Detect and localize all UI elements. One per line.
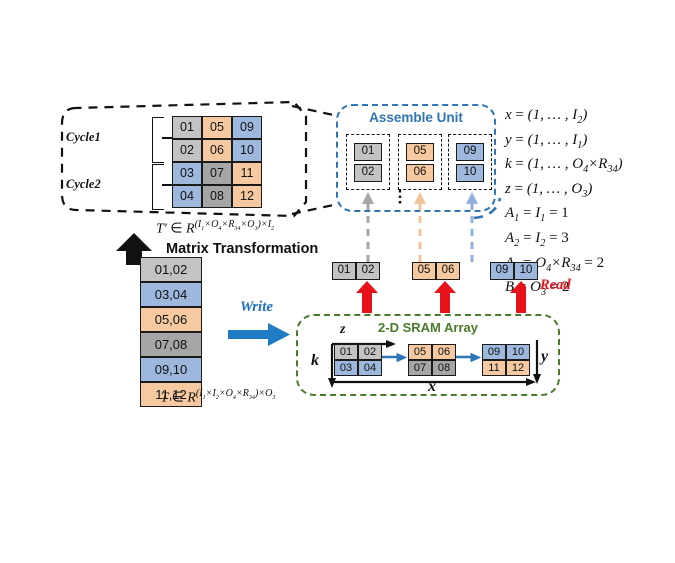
buffer-cell: 10 [514, 262, 538, 280]
transformed-matrix-caption: T′ ∈ R(I1×O4×R34×O3)×I2 [155, 219, 275, 237]
buffer-to-assemble-arrows [362, 190, 478, 262]
sram-cell: 05 [408, 344, 432, 360]
matrix-cell: 03 [172, 162, 202, 185]
matrix-row: 02 06 10 [172, 139, 262, 162]
axis-label-x: x [428, 378, 436, 395]
tensor-cell: 03,04 [140, 282, 202, 307]
region-connector [291, 104, 339, 216]
equation-row: x = (1, … , I2) [505, 107, 588, 126]
sram-cell: 11 [482, 360, 506, 376]
sram-block-arrows [382, 352, 482, 363]
assemble-group: 01 02 [346, 134, 390, 190]
r-symbol: R [187, 390, 196, 406]
assemble-cell: 01 [354, 142, 382, 161]
matrix-cell: 04 [172, 185, 202, 208]
tprime-symbol: T [155, 221, 164, 237]
assemble-unit-title: Assemble Unit [369, 110, 463, 125]
tensor-caption: T ∈ R(I1×I2×O4×R34)×O3 [160, 388, 276, 406]
in-symbol: ∈ [171, 390, 184, 406]
matrix-cell: 02 [172, 139, 202, 162]
sram-cell: 03 [334, 360, 358, 376]
sram-block: 05 06 07 08 [408, 344, 456, 376]
assemble-cell: 05 [406, 142, 434, 161]
write-arrow [228, 323, 290, 346]
tensor-cell: 09,10 [140, 357, 202, 382]
equation-row: A1 = I1 = 1 [505, 205, 569, 225]
assemble-cell: 10 [456, 163, 484, 182]
matrix-cell: 08 [202, 185, 232, 208]
assemble-unit-box [336, 104, 496, 212]
buffer-cell: 01 [332, 262, 356, 280]
write-label: Write [240, 299, 274, 315]
equation-row: y = (1, … , I1) [505, 131, 588, 151]
cycle1-bracket [152, 117, 164, 163]
buffer-cell: 09 [490, 262, 514, 280]
matrix-row: 04 08 12 [172, 185, 262, 208]
buffer-cell: 05 [412, 262, 436, 280]
sram-array-box [296, 314, 560, 396]
matrix-cell: 06 [202, 139, 232, 162]
read-buffer: 01 02 [332, 262, 380, 280]
assemble-group: 09 10 [448, 134, 492, 190]
matrix-transformation-arrow [116, 233, 152, 265]
r-symbol: R [186, 221, 195, 237]
cycle2-bracket [152, 164, 164, 210]
matrix-row: 01 05 09 [172, 116, 262, 139]
sram-cell: 12 [506, 360, 530, 376]
transformed-matrix-grid: 01 05 09 02 06 10 03 07 11 04 08 12 [172, 116, 262, 208]
matrix-cell: 07 [202, 162, 232, 185]
assemble-tail-connector [473, 197, 502, 220]
tensor-cell: 11,12 [140, 382, 202, 407]
matrix-cell: 09 [232, 116, 262, 139]
sram-array-title: 2-D SRAM Array [378, 320, 478, 335]
tensor-cell: 05,06 [140, 307, 202, 332]
read-buffer: 05 06 [412, 262, 460, 280]
axis-label-z: z [340, 322, 346, 337]
assemble-cell: 02 [354, 163, 382, 182]
sram-cell: 08 [432, 360, 456, 376]
sram-cell: 10 [506, 344, 530, 360]
cycle2-label: Cycle2 [66, 177, 101, 191]
matrix-cell: 11 [232, 162, 262, 185]
sram-y-axis [533, 340, 541, 384]
read-label: Read [540, 277, 571, 293]
sram-cell: 06 [432, 344, 456, 360]
axis-label-y: y [541, 348, 549, 365]
sram-x-axis [332, 378, 536, 386]
matrix-row: 03 07 11 [172, 162, 262, 185]
matrix-cell: 12 [232, 185, 262, 208]
matrix-cell: 01 [172, 116, 202, 139]
cycle1-bracket-stem [162, 137, 172, 139]
equation-row: k = (1, … , O4×R34) [505, 156, 623, 176]
sram-cell: 01 [334, 344, 358, 360]
matrix-transformation-label: Matrix Transformation [166, 241, 319, 257]
sram-cell: 02 [358, 344, 382, 360]
equation-row: z = (1, … , O3) [505, 180, 593, 200]
t-symbol: T [160, 390, 169, 406]
sram-block: 09 10 11 12 [482, 344, 530, 376]
matrix-cell: 05 [202, 116, 232, 139]
read-arrows [356, 281, 526, 313]
equation-row: A2 = I2 = 3 [505, 230, 569, 250]
buffer-cell: 02 [356, 262, 380, 280]
read-buffer: 09 10 [490, 262, 538, 280]
sram-cell: 09 [482, 344, 506, 360]
tensor-cell: 07,08 [140, 332, 202, 357]
assemble-group: 05 06 [398, 134, 442, 190]
assemble-cell: 06 [406, 163, 434, 182]
in-symbol: ∈ [170, 221, 183, 237]
axis-label-k: k [311, 352, 319, 369]
tprime-prime: ′ [163, 221, 167, 237]
tensor-column: 01,02 03,04 05,06 07,08 09,10 11,12 [140, 257, 202, 407]
cycle2-bracket-stem [162, 184, 172, 186]
sram-block: 01 02 03 04 [334, 344, 382, 376]
cycle-region-outline [58, 98, 310, 220]
tensor-cell: 01,02 [140, 257, 202, 282]
cycle1-label: Cycle1 [66, 130, 101, 144]
sram-cell: 04 [358, 360, 382, 376]
buffer-cell: 06 [436, 262, 460, 280]
assemble-cell: 09 [456, 142, 484, 161]
sram-cell: 07 [408, 360, 432, 376]
matrix-cell: 10 [232, 139, 262, 162]
